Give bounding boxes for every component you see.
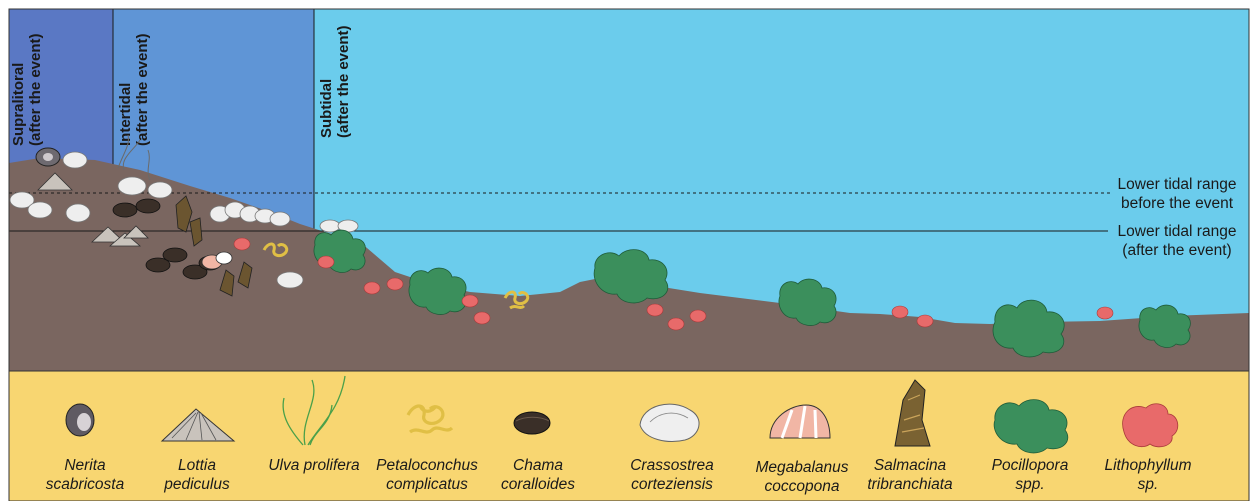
legend-label-chama-2: coralloides	[501, 476, 575, 493]
legend-label-megabalanus-2: coccopona	[765, 478, 840, 495]
legend-label-petaloconchus: Petaloconchus	[376, 457, 478, 474]
legend-label-crassostrea-2: corteziensis	[631, 476, 713, 493]
legend-label-ulva: Ulva prolifera	[268, 457, 360, 474]
zone-label-line2: (after the event)	[27, 33, 44, 146]
legend-label-salmacina: Salmacina	[874, 457, 947, 474]
nerita-snail-icon	[36, 148, 60, 166]
legend-label-lottia: Lottia	[178, 457, 216, 474]
tidal-label-before-line1: Lower tidal range	[1118, 176, 1237, 193]
zone-label-line2: (after the event)	[134, 33, 151, 146]
legend-label-salmacina-2: tribranchiata	[867, 476, 953, 493]
tidal-label-before-line2: before the event	[1121, 195, 1234, 212]
legend-label-lithophyllum-2: sp.	[1138, 476, 1159, 493]
legend-label-nerita-2: scabricosta	[46, 476, 125, 493]
legend-label-petaloconchus-2: complicatus	[386, 476, 468, 493]
legend-label-lottia-2: pediculus	[163, 476, 230, 493]
legend-label-nerita: Nerita	[64, 457, 106, 474]
zone-label-line1: Supralitoral	[10, 63, 27, 146]
legend-label-pocillopora-2: spp.	[1015, 476, 1044, 493]
legend-label-megabalanus: Megabalanus	[755, 459, 848, 476]
legend-label-lithophyllum: Lithophyllum	[1104, 457, 1191, 474]
zone-label-line1: Subtidal	[318, 79, 335, 138]
zone-label-line2: (after the event)	[335, 25, 352, 138]
tidal-label-after-line2: (after the event)	[1122, 242, 1231, 259]
oyster-icon	[640, 404, 699, 441]
legend-label-crassostrea: Crassostrea	[630, 457, 714, 474]
legend-label-chama: Chama	[513, 457, 563, 474]
tidal-label-after-line1: Lower tidal range	[1118, 223, 1237, 240]
zone-label-line1: Intertidal	[117, 83, 134, 146]
legend-label-pocillopora: Pocillopora	[992, 457, 1069, 474]
chama-clam-icon	[514, 412, 550, 434]
nerita-snail-icon	[66, 404, 94, 436]
